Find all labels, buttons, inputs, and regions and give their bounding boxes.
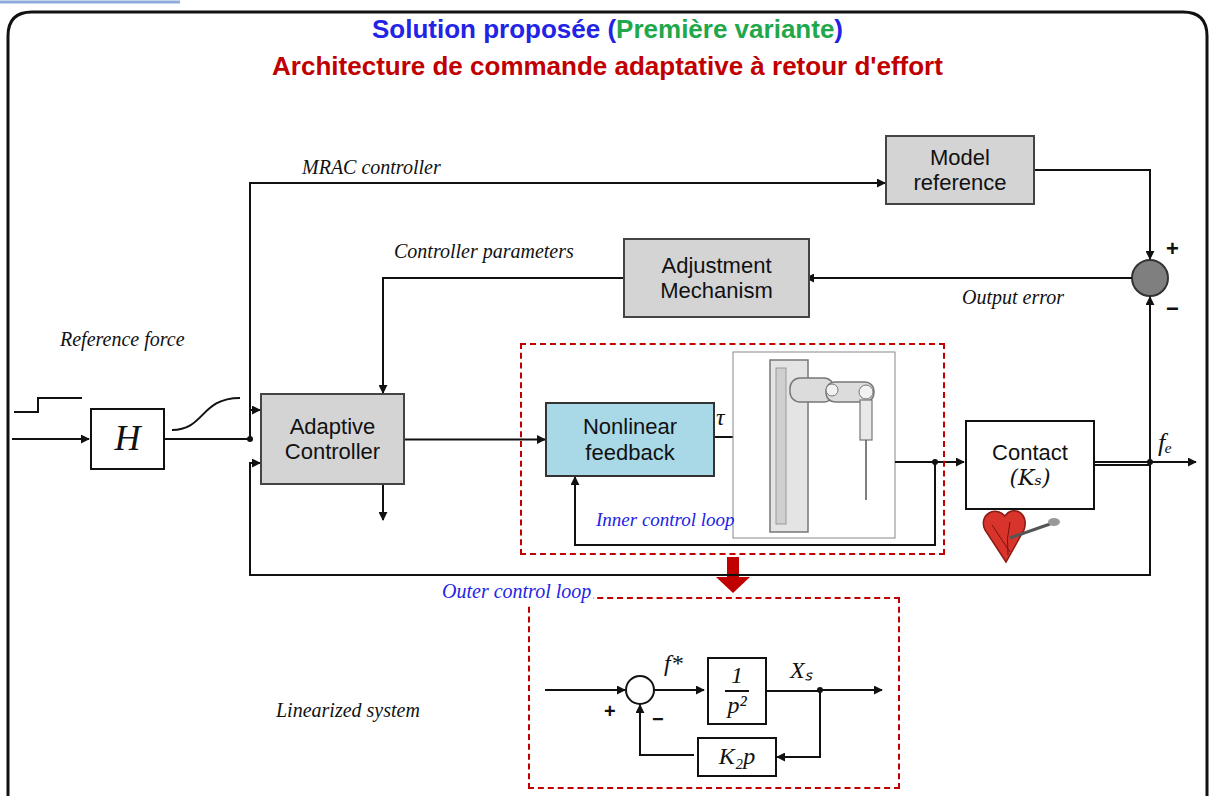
transfer-block: H xyxy=(90,408,165,470)
heading-text: ) xyxy=(834,14,843,44)
controller-block: Adaptive Controller xyxy=(260,393,405,485)
signal-label: Xₛ xyxy=(790,652,812,685)
wire xyxy=(895,461,964,463)
robot-needle xyxy=(865,440,867,500)
wire xyxy=(654,689,704,691)
wire xyxy=(545,689,625,691)
connector-label: MRAC controller xyxy=(300,156,443,179)
adjustment-block: Adjustment Mechanism xyxy=(623,238,810,318)
robot-joint xyxy=(859,385,873,399)
signal-label: τ xyxy=(716,404,725,431)
slide-bar xyxy=(0,1,180,4)
heading-line: Solution proposée (Première variante) xyxy=(0,14,1215,45)
adaptation-arrow xyxy=(382,485,384,520)
node-text: Linearized system xyxy=(272,699,424,722)
input-wire xyxy=(12,438,89,440)
signal-label: fₑ xyxy=(1158,428,1172,458)
node-text: Model reference xyxy=(887,145,1033,196)
junction-dot xyxy=(932,459,938,465)
signal-label: − xyxy=(1166,296,1179,322)
robot-tool xyxy=(860,400,872,440)
node-text: K₂p xyxy=(715,743,759,771)
node-text: Inner control loop xyxy=(592,509,739,531)
signal-connector xyxy=(165,410,260,439)
robot-arm-link xyxy=(826,382,874,402)
linearized-frame: Linearized system1p²K₂p xyxy=(528,597,900,789)
instrument-tip xyxy=(1048,518,1060,526)
heading-text: Première variante xyxy=(616,14,834,44)
node-text: Contact xyxy=(988,440,1072,465)
node-text: Adjustment Mechanism xyxy=(625,253,808,304)
heading: Solution proposée (Première variante) Arc… xyxy=(0,14,1215,82)
connector-label: Controller parameters xyxy=(392,240,576,263)
signal-connector xyxy=(405,439,545,441)
signal-label: f* xyxy=(664,650,683,677)
output-wire xyxy=(1095,461,1196,463)
node-text: (Kₛ) xyxy=(1005,465,1054,490)
slide-frame xyxy=(8,12,1207,796)
gain-block: K₂p xyxy=(697,737,777,777)
transfer-block: 1p² xyxy=(707,657,767,725)
image-frame xyxy=(733,352,895,538)
heart-vessels xyxy=(992,522,1010,555)
node-text: 1 xyxy=(725,662,749,692)
sigmoid-symbol xyxy=(172,398,240,430)
signal-label: Reference force xyxy=(60,328,185,351)
robot-rail xyxy=(776,368,786,524)
feedback-block: Nonlinear feedback xyxy=(545,402,715,477)
node-text: Nonlinear feedback xyxy=(547,414,713,465)
step-symbol xyxy=(14,398,82,412)
model-block: Model reference xyxy=(885,135,1035,205)
signal-connector xyxy=(383,278,623,393)
connector-label: Outer control loop xyxy=(440,580,593,603)
signal-label: + xyxy=(1166,236,1179,262)
node-text: H xyxy=(111,418,145,459)
node-text: Adaptive Controller xyxy=(262,414,403,465)
signal-label: + xyxy=(604,700,616,723)
output-error-wire xyxy=(806,277,1132,279)
heart-illustration xyxy=(983,511,1060,562)
instrument xyxy=(1010,524,1050,538)
wire xyxy=(820,689,882,691)
robot-illustration xyxy=(733,352,895,538)
summing-junction xyxy=(626,676,654,704)
title: Architecture de commande adaptative à re… xyxy=(0,51,1215,82)
node-text: p² xyxy=(721,692,752,720)
heading-text: Solution proposée ( xyxy=(372,14,616,44)
summing-junction xyxy=(1132,260,1168,296)
contact-block: Contact(Kₛ) xyxy=(965,420,1095,510)
signal-label: Output error xyxy=(962,286,1064,309)
signal-label: − xyxy=(652,708,664,731)
wire xyxy=(640,705,694,755)
inner-loop-frame: Inner control loop Nonlinear feedback xyxy=(520,343,945,555)
wire xyxy=(1030,170,1150,259)
robot-joint xyxy=(826,384,838,396)
